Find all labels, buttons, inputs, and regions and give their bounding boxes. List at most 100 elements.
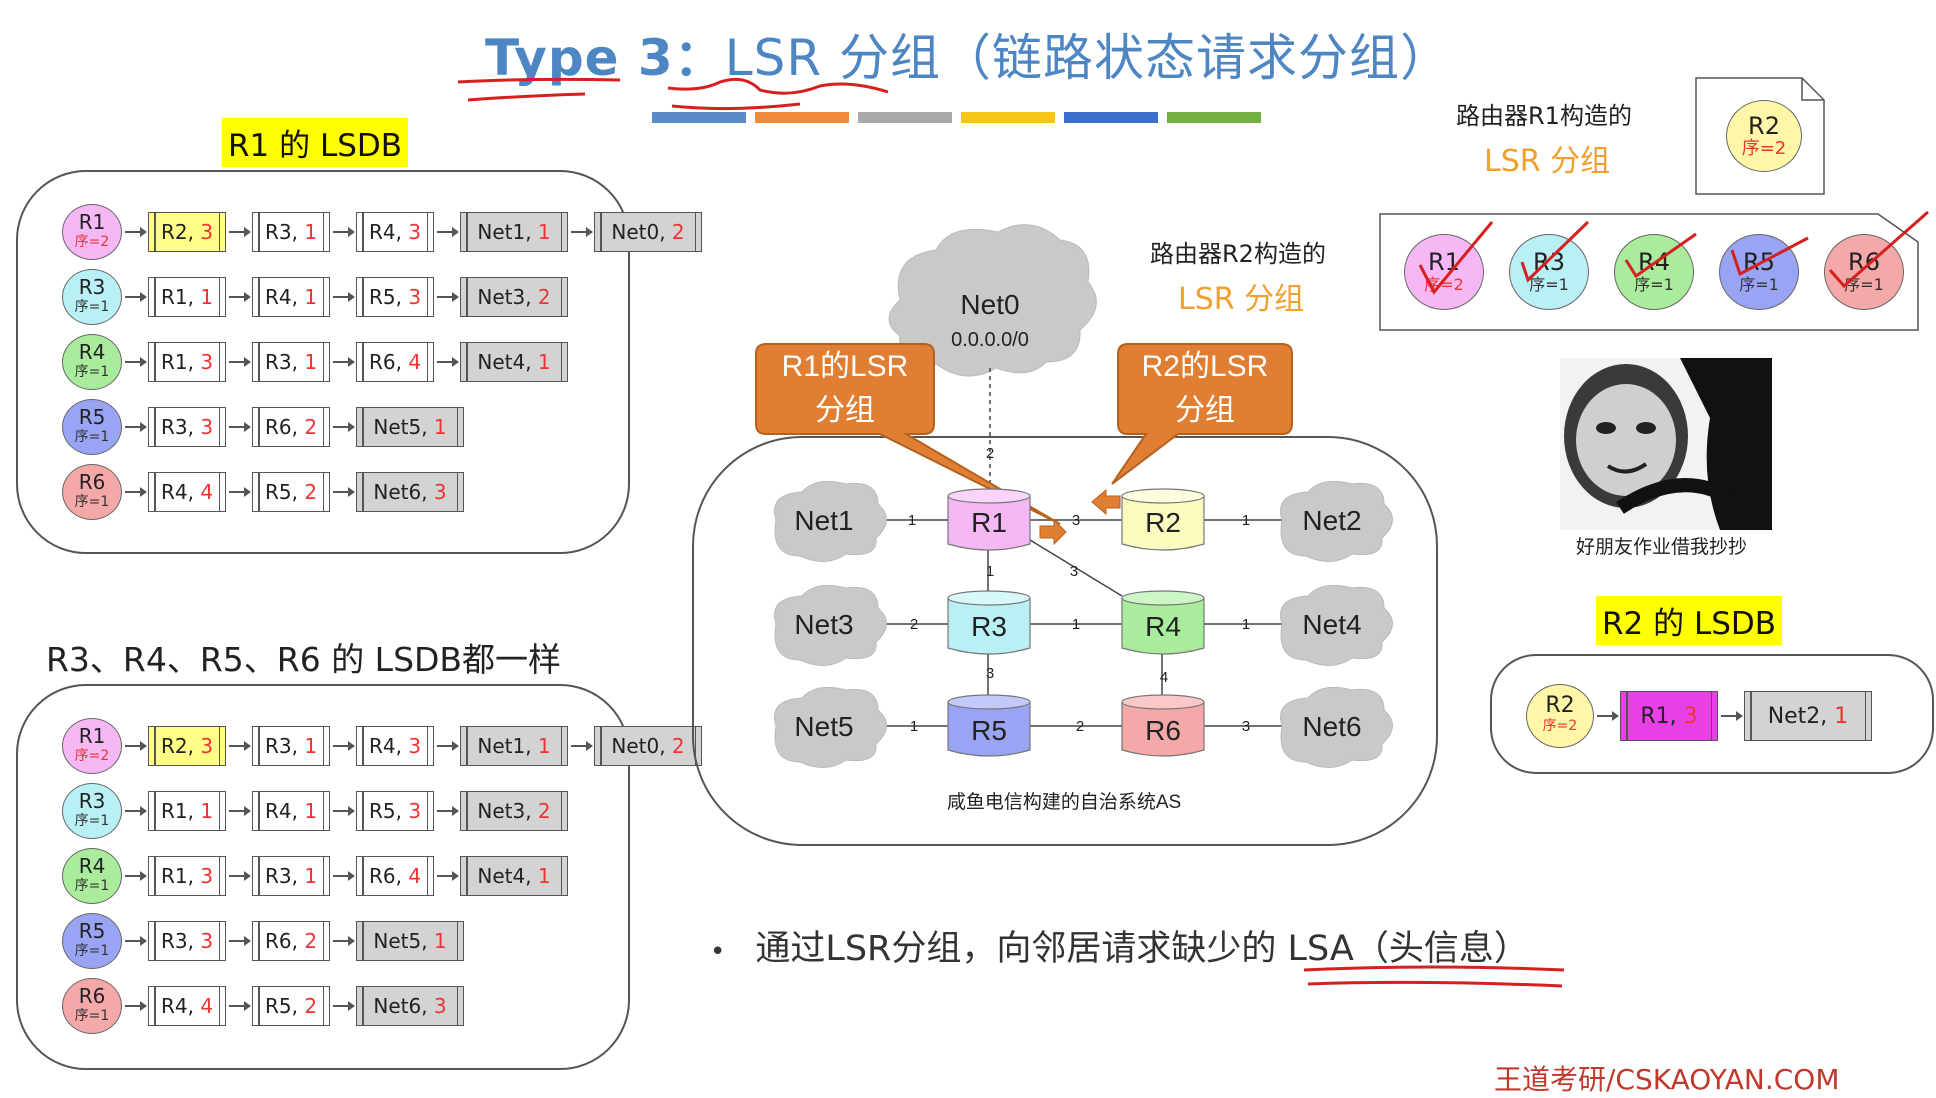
checkmarks: [1418, 210, 1929, 295]
lsdb-entry: R2, 3: [148, 726, 226, 766]
callout-r1-line2: 分组: [815, 394, 875, 427]
link-arrow: [333, 806, 355, 816]
entry-cost: 2: [671, 220, 685, 244]
link-arrow: [125, 487, 147, 497]
lsdb-entry: Net6, 3: [356, 472, 464, 512]
bullet-underline-mark: [1303, 965, 1565, 988]
cost-r4-r6: 4: [1160, 669, 1168, 686]
entry-cost: 2: [304, 415, 318, 439]
entry-name: R3,: [264, 220, 305, 244]
lsdb-entry: R1, 1: [148, 791, 226, 831]
lsdb-entry: R5, 2: [252, 986, 330, 1026]
link-arrow: [125, 806, 147, 816]
entry-cost: 3: [1683, 703, 1698, 729]
net6-label: Net6: [1302, 711, 1361, 742]
entry-name: R3,: [264, 734, 305, 758]
entry-name: Net2,: [1767, 703, 1835, 729]
title-underline-marks: [457, 77, 889, 111]
entry-name: R1,: [160, 864, 201, 888]
link-arrow: [437, 741, 459, 751]
r1-lsdb-panel: [16, 170, 630, 554]
link-arrow: [333, 936, 355, 946]
entry-name: R4,: [160, 480, 201, 504]
as-boundary: [692, 436, 1438, 846]
entry-name: Net3,: [477, 285, 538, 309]
entry-name: R4,: [368, 734, 409, 758]
link-arrow: [333, 1001, 355, 1011]
entry-name: R5,: [264, 480, 305, 504]
router-name: R1: [78, 724, 106, 748]
lsdb-entry: R3, 3: [148, 921, 226, 961]
callout-r1-shape: [755, 343, 1061, 525]
entry-name: Net3,: [477, 799, 538, 823]
net0-address: 0.0.0.0/0: [951, 329, 1029, 351]
router-seq: 序=1: [74, 299, 110, 315]
callout-r2-shape: [1111, 343, 1293, 485]
entry-name: R6,: [264, 415, 305, 439]
router-seq: 序=1: [74, 364, 110, 380]
router-name: R4: [78, 854, 106, 878]
entry-name: R1,: [160, 799, 201, 823]
entry-name: Net1,: [477, 220, 538, 244]
link-arrow: [1597, 711, 1619, 721]
router-seq: 序=1: [74, 943, 110, 959]
entry-cost: 4: [200, 480, 214, 504]
lsdb-entry: R3, 1: [252, 856, 330, 896]
bullet-point: •通过LSR分组，向邻居请求缺少的 LSA（头信息）: [710, 920, 1529, 971]
router-name: R1: [78, 210, 106, 234]
callout-r2-line1: R2的LSR: [1142, 350, 1269, 383]
meme-image: [1560, 358, 1772, 530]
link-arrow: [437, 871, 459, 881]
entry-name: R5,: [368, 285, 409, 309]
router-name: R5: [78, 919, 106, 943]
router-seq: 序=2: [74, 748, 110, 764]
lsdb-entry: R1, 3: [148, 342, 226, 382]
cost-r2-net2: 1: [1242, 512, 1250, 529]
lsdb-entry: R4, 4: [148, 472, 226, 512]
others-lsdb-label: R3、R4、R5、R6 的 LSDB都一样: [46, 640, 562, 679]
r2-lsdb-panel: [1490, 654, 1934, 774]
link-arrow: [571, 741, 593, 751]
entry-cost: 3: [200, 734, 214, 758]
router-name: R4: [78, 340, 106, 364]
entry-cost: 1: [537, 220, 551, 244]
r1-lsdb-label: R1 的 LSDB: [222, 118, 409, 167]
link-arrow: [333, 871, 355, 881]
entry-name: R6,: [368, 864, 409, 888]
entry-cost: 1: [433, 415, 447, 439]
link-arrow: [125, 227, 147, 237]
link-arrow: [229, 936, 251, 946]
router-name: R2: [1748, 112, 1780, 140]
entry-cost: 1: [304, 799, 318, 823]
entry-name: R4,: [368, 220, 409, 244]
entry-cost: 1: [537, 864, 551, 888]
link-arrow: [229, 292, 251, 302]
entry-name: R3,: [264, 864, 305, 888]
cost-r1-r2: 3: [1072, 512, 1080, 529]
entry-cost: 3: [200, 220, 214, 244]
router-r2: R2: [1145, 507, 1181, 538]
router-r3: R3: [971, 611, 1007, 642]
router-name: R3: [78, 275, 106, 299]
link-arrow: [333, 422, 355, 432]
entry-cost: 3: [408, 734, 422, 758]
others-lsdb-panel: [16, 684, 630, 1070]
link-arrow: [125, 1001, 147, 1011]
lsdb-entry: R3, 1: [252, 726, 330, 766]
lsdb-entry: R5, 2: [252, 472, 330, 512]
title-colon: ：: [673, 29, 725, 87]
net1-label: Net1: [794, 505, 853, 536]
router-seq: 序=2: [74, 234, 110, 250]
